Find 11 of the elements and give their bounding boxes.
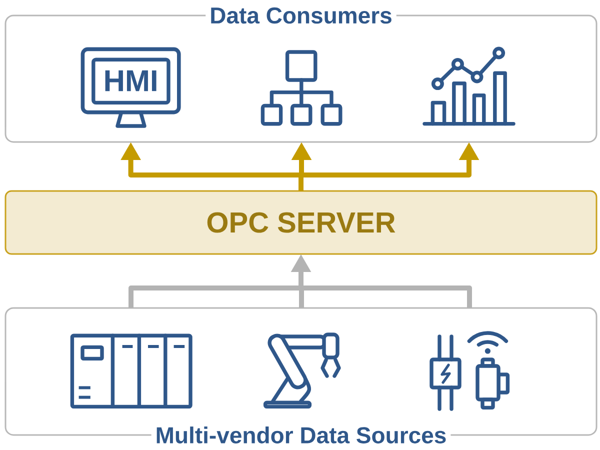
chart-icon <box>422 46 516 126</box>
connector-line <box>304 286 472 308</box>
robot-arm-icon <box>263 332 341 409</box>
org-chart-icon <box>260 50 342 126</box>
server-box: OPC SERVER <box>4 190 598 255</box>
connector-line <box>299 290 304 308</box>
sensor-icon <box>430 331 510 411</box>
connector-line <box>128 286 298 308</box>
monitor: HMI <box>80 47 181 128</box>
cabinet-icon <box>70 334 192 409</box>
connector-line <box>298 172 304 191</box>
